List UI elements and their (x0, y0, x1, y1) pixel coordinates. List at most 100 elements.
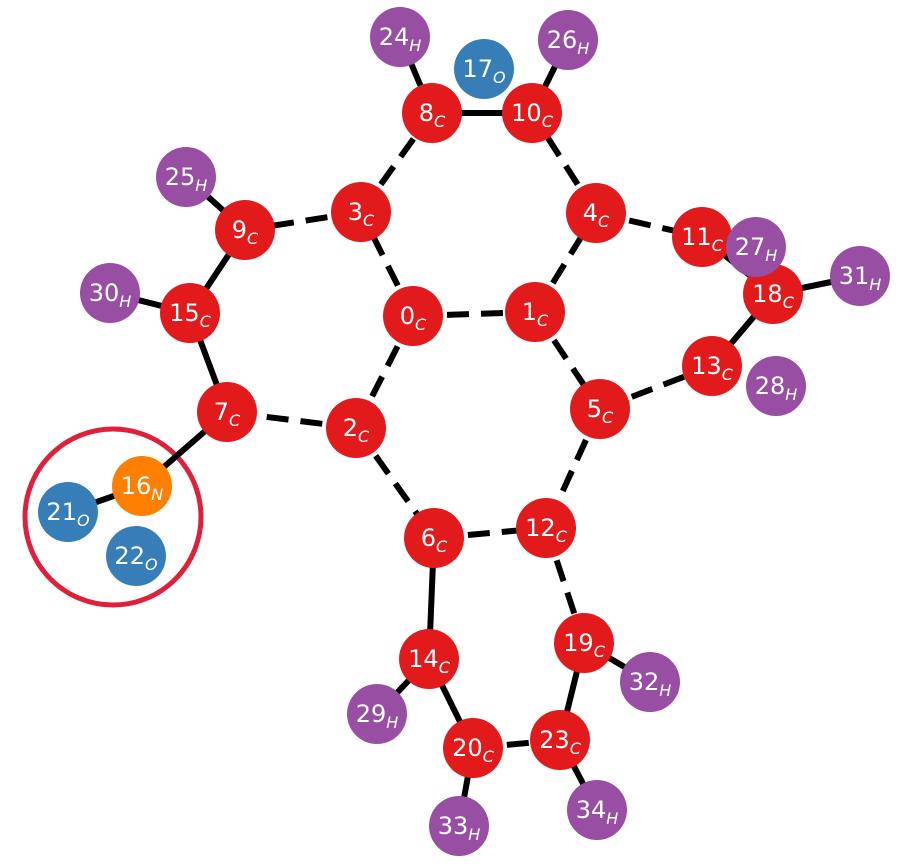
atom-7-node (197, 382, 257, 442)
atom-7: 7C (197, 382, 257, 442)
atom-4: 4C (566, 183, 626, 243)
atoms-layer: 0C 1C 2C 3C 4C 5C 6C 7C 8C 9C 10C 11C 12C 13C 14C 15C 16… (38, 7, 890, 856)
atom-21: 21O (38, 482, 98, 542)
atom-14-node (399, 629, 459, 689)
atom-25: 25H (156, 147, 216, 207)
atom-4-label: 4C (583, 199, 610, 231)
atom-12-node (516, 498, 576, 558)
atom-22: 22O (106, 526, 166, 586)
atom-21-node (38, 482, 98, 542)
atom-32: 32H (620, 652, 680, 712)
atom-0: 0C (383, 286, 443, 346)
atom-16-node (112, 456, 172, 516)
atom-14: 14C (399, 629, 459, 689)
atom-6: 6C (404, 508, 464, 568)
atom-15-node (160, 283, 220, 343)
atom-13-label: 13C (691, 352, 734, 384)
atom-2: 2C (326, 398, 386, 458)
groups-layer (22, 426, 204, 608)
atom-8: 8C (402, 83, 462, 143)
atom-24-node (370, 7, 430, 67)
atom-28-node (746, 356, 806, 416)
atom-33: 33H (429, 796, 489, 856)
atom-15: 15C (160, 283, 220, 343)
atom-30-node (80, 263, 140, 323)
group-ring-nitro-group (22, 426, 204, 608)
atom-27-label: 27H (735, 233, 778, 265)
atom-20: 20C (443, 718, 503, 778)
atom-2-label: 2C (343, 414, 370, 446)
atom-12: 12C (516, 498, 576, 558)
atom-17-node (454, 39, 514, 99)
atom-26: 26H (538, 10, 598, 70)
atom-17-label: 17O (462, 55, 505, 87)
atom-30-label: 30H (89, 279, 132, 311)
atom-22-label: 22O (114, 542, 157, 574)
atom-10-node (502, 83, 562, 143)
atom-10-label: 10C (511, 99, 554, 131)
atom-11-node (672, 207, 732, 267)
atom-31: 31H (830, 246, 890, 306)
atom-6-label: 6C (421, 524, 448, 556)
atom-13: 13C (682, 336, 742, 396)
atom-18: 18C (743, 264, 803, 324)
atom-26-node (538, 10, 598, 70)
atom-8-label: 8C (419, 99, 446, 131)
atom-11: 11C (672, 207, 732, 267)
atom-29: 29H (347, 684, 407, 744)
atom-25-node (156, 147, 216, 207)
atom-2-node (326, 398, 386, 458)
atom-1-label: 1C (522, 298, 549, 330)
atom-34: 34H (567, 780, 627, 840)
atom-32-label: 32H (629, 668, 672, 700)
atom-16: 16N (112, 456, 172, 516)
atom-19-node (554, 613, 614, 673)
atom-9-node (215, 200, 275, 260)
atom-31-label: 31H (839, 262, 882, 294)
atom-33-node (429, 796, 489, 856)
atom-20-node (443, 718, 503, 778)
atom-26-label: 26H (547, 26, 590, 58)
atom-23: 23C (530, 710, 590, 770)
atom-23-label: 23C (539, 726, 582, 758)
atom-20-label: 20C (452, 734, 495, 766)
atom-6-node (404, 508, 464, 568)
atom-9-label: 9C (232, 216, 259, 248)
atom-18-node (743, 264, 803, 324)
atom-5-label: 5C (587, 395, 614, 427)
atom-18-label: 18C (752, 280, 795, 312)
atom-14-label: 14C (408, 645, 451, 677)
atom-27: 27H (726, 217, 786, 277)
atom-11-label: 11C (681, 223, 724, 255)
atom-34-label: 34H (576, 796, 619, 828)
atom-3-label: 3C (348, 198, 375, 230)
atom-1: 1C (505, 282, 565, 342)
atom-27-node (726, 217, 786, 277)
atom-25-label: 25H (165, 163, 208, 195)
atom-31-node (830, 246, 890, 306)
atom-1-node (505, 282, 565, 342)
atom-17: 17O (454, 39, 514, 99)
atom-3-node (331, 182, 391, 242)
atom-23-node (530, 710, 590, 770)
atom-3: 3C (331, 182, 391, 242)
atom-7-label: 7C (214, 398, 241, 430)
atom-8-node (402, 83, 462, 143)
atom-29-node (347, 684, 407, 744)
atom-28-label: 28H (755, 372, 798, 404)
atom-10: 10C (502, 83, 562, 143)
atom-34-node (567, 780, 627, 840)
atom-5-node (570, 379, 630, 439)
atom-19-label: 19C (563, 629, 606, 661)
atom-15-label: 15C (169, 299, 212, 331)
atom-5: 5C (570, 379, 630, 439)
atom-29-label: 29H (356, 700, 399, 732)
atom-32-node (620, 652, 680, 712)
atom-19: 19C (554, 613, 614, 673)
atom-28: 28H (746, 356, 806, 416)
atom-16-label: 16N (121, 472, 164, 504)
atom-33-label: 33H (438, 812, 481, 844)
atom-30: 30H (80, 263, 140, 323)
atom-22-node (106, 526, 166, 586)
